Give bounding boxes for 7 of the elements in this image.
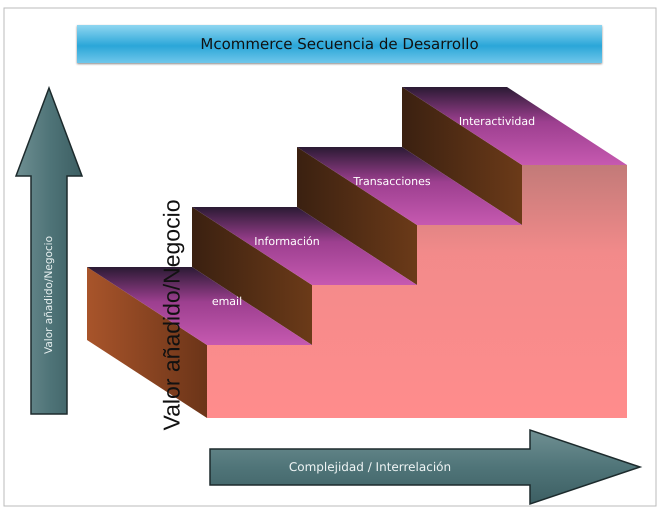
step-label: Interactividad <box>458 115 536 128</box>
step-label: Transacciones <box>353 175 431 188</box>
step-label: email <box>212 295 242 308</box>
title-banner: Mcommerce Secuencia de Desarrollo <box>77 25 602 63</box>
axis-label: Valor añadido/Negocio <box>43 236 55 354</box>
step-label: Información <box>254 235 320 248</box>
axis-label: Complejidad / Interrelación <box>288 460 452 474</box>
